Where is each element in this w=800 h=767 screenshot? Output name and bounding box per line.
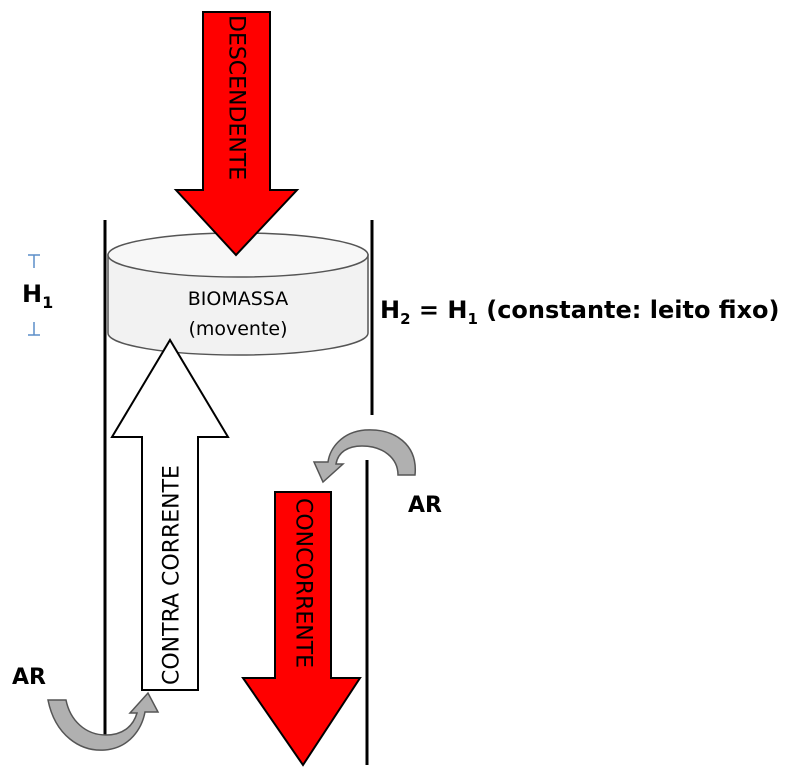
air-label-left: AR — [12, 665, 46, 690]
biomass-label: BIOMASSA — [188, 288, 288, 310]
air-label-right: AR — [408, 493, 442, 518]
h1-marker: H1 — [22, 254, 53, 336]
movente-label: (movente) — [188, 318, 287, 340]
curved-arrow-icon — [312, 429, 416, 484]
concorrente-label: CONCORRENTE — [291, 498, 316, 668]
descendente-label: DESCENDENTE — [224, 15, 249, 180]
contra-corrente-arrow: CONTRA CORRENTE — [110, 338, 230, 691]
descendente-arrow: DESCENDENTE — [173, 11, 300, 257]
contra-corrente-label: CONTRA CORRENTE — [160, 465, 185, 685]
h1-label: H — [22, 280, 42, 308]
concorrente-arrow: CONCORRENTE — [241, 491, 362, 767]
h1-subscript: 1 — [42, 293, 53, 312]
h2-equation: H2 = H1 (constante: leito fixo) — [380, 296, 780, 328]
biomass-cylinder: BIOMASSA (movente) — [107, 232, 369, 356]
svg-text:H1: H1 — [22, 280, 53, 312]
curved-arrow-icon — [47, 691, 160, 751]
